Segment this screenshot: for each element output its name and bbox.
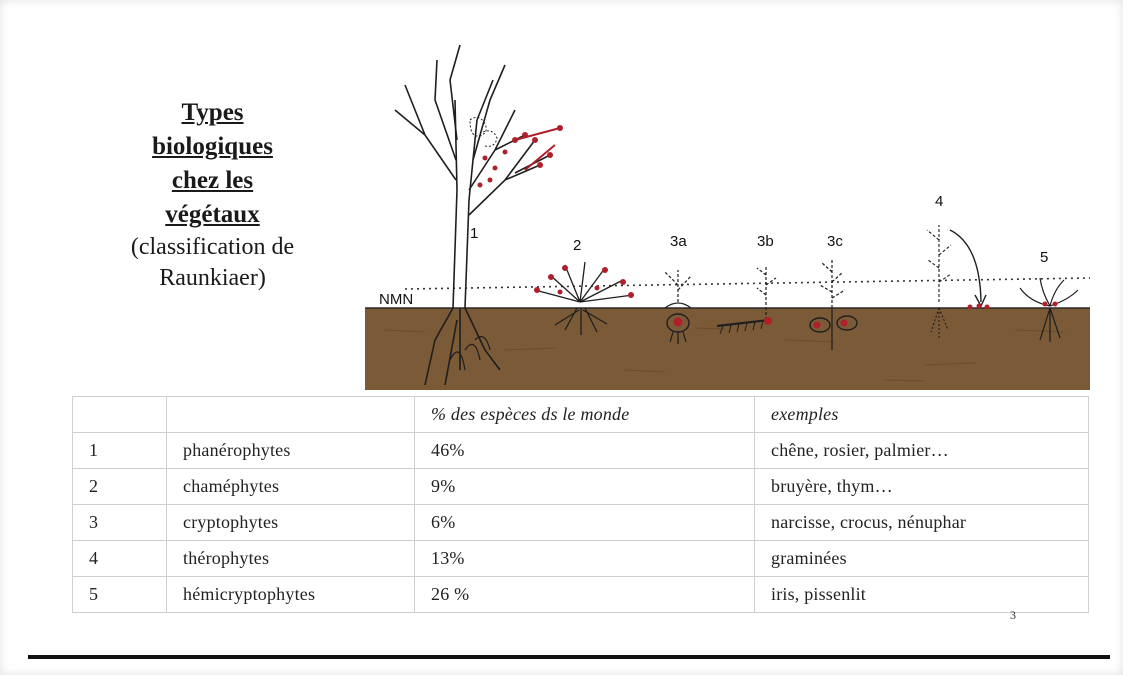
row-percent: 13% xyxy=(414,540,755,577)
plant-3c-tuber xyxy=(809,258,858,350)
plant-label-3b: 3b xyxy=(757,233,774,250)
row-type: hémicryptophytes xyxy=(166,576,415,613)
header-cell xyxy=(166,396,415,433)
nmn-level-line xyxy=(404,277,1090,290)
row-number: 1 xyxy=(72,432,167,469)
plant-2-shrub xyxy=(534,261,634,335)
table-row: 3 cryptophytes 6% narcisse, crocus, nénu… xyxy=(72,504,1089,541)
table-header-row: % des espèces ds le monde exemples xyxy=(72,396,1089,433)
plant-label-2: 2 xyxy=(573,237,581,254)
bottom-rule xyxy=(28,655,1110,659)
row-examples: iris, pissenlit xyxy=(754,576,1089,613)
row-number: 5 xyxy=(72,576,167,613)
title-line-2: biologiques xyxy=(152,133,273,160)
row-percent: 46% xyxy=(414,432,755,469)
header-cell xyxy=(72,396,167,433)
title-line-4: végétaux xyxy=(165,201,260,228)
row-percent: 6% xyxy=(414,504,755,541)
row-type: chaméphytes xyxy=(166,468,415,505)
subtitle-line-1: (classification de xyxy=(130,234,295,260)
soil-layer xyxy=(365,308,1090,390)
soil-texture xyxy=(384,327,1066,382)
row-examples: bruyère, thym… xyxy=(754,468,1089,505)
row-percent: 26 % xyxy=(414,576,755,613)
plant-1-tree xyxy=(394,44,563,386)
table-row: 5 hémicryptophytes 26 % iris, pissenlit xyxy=(72,576,1089,613)
plant-3b-rhizome xyxy=(716,265,777,335)
plant-label-1: 1 xyxy=(470,225,478,242)
table-row: 1 phanérophytes 46% chêne, rosier, palmi… xyxy=(72,432,1089,469)
title-line-1: Types xyxy=(181,99,244,126)
row-percent: 9% xyxy=(414,468,755,505)
row-number: 3 xyxy=(72,504,167,541)
table-row: 2 chaméphytes 9% bruyère, thym… xyxy=(72,468,1089,505)
page-number: 3 xyxy=(1010,608,1016,622)
table-row: 4 thérophytes 13% graminées xyxy=(72,540,1089,577)
plant-4-therophyte xyxy=(926,225,990,338)
plant-label-3a: 3a xyxy=(670,233,687,250)
header-cell-examples: exemples xyxy=(754,396,1089,433)
types-table: % des espèces ds le monde exemples 1 pha… xyxy=(72,396,1089,613)
slide-title: Types biologiques chez les végétaux (cla… xyxy=(80,96,345,294)
plant-label-5: 5 xyxy=(1040,249,1048,266)
row-examples: narcisse, crocus, nénuphar xyxy=(754,504,1089,541)
diagram-svg: NMN 1 xyxy=(365,44,1090,390)
plant-label-4: 4 xyxy=(935,193,943,210)
row-type: phanérophytes xyxy=(166,432,415,469)
subtitle-line-2: Raunkiaer) xyxy=(159,265,266,291)
nmn-label: NMN xyxy=(379,291,413,308)
row-number: 4 xyxy=(72,540,167,577)
row-type: cryptophytes xyxy=(166,504,415,541)
header-cell-percent: % des espèces ds le monde xyxy=(414,396,755,433)
plant-5-rosette xyxy=(1019,277,1079,342)
row-number: 2 xyxy=(72,468,167,505)
row-examples: chêne, rosier, palmier… xyxy=(754,432,1089,469)
title-line-3: chez les xyxy=(171,167,254,194)
row-type: thérophytes xyxy=(166,540,415,577)
row-examples: graminées xyxy=(754,540,1089,577)
plant-3a-bulb xyxy=(664,270,692,344)
raunkiaer-diagram: NMN 1 xyxy=(365,40,1090,390)
plant-label-3c: 3c xyxy=(827,233,843,250)
